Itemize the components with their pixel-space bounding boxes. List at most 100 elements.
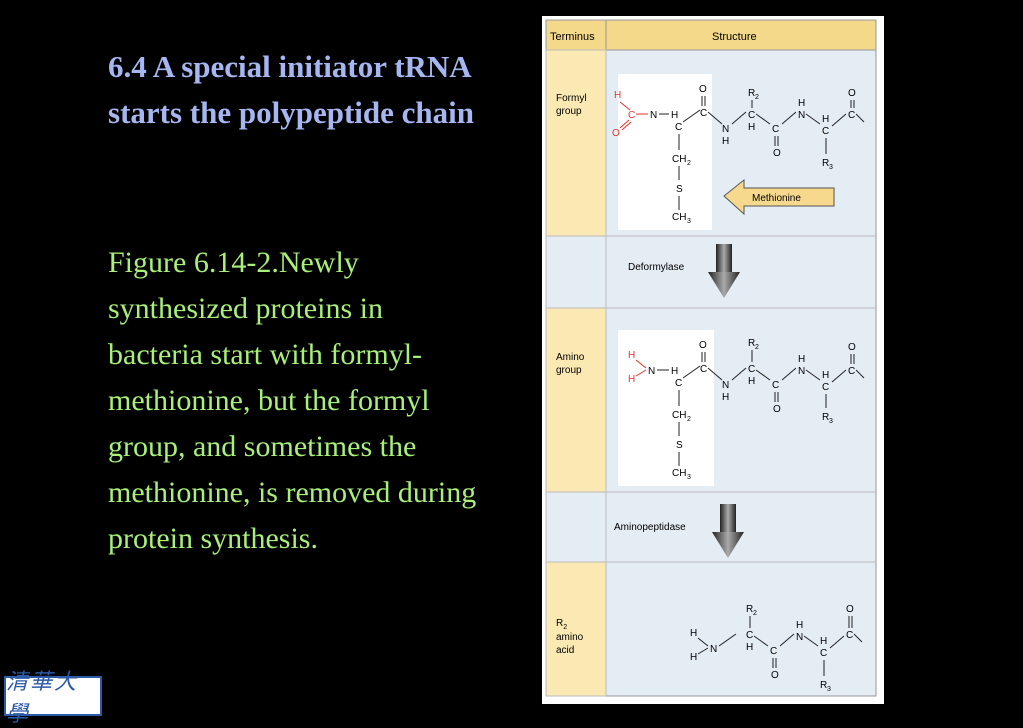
svg-text:O: O <box>612 128 620 139</box>
svg-text:C: C <box>675 378 682 389</box>
svg-text:O: O <box>699 340 707 351</box>
figure-caption: Figure 6.14-2.Newly synthesized proteins… <box>108 246 477 555</box>
svg-text:Methionine: Methionine <box>752 193 801 204</box>
svg-text:2: 2 <box>687 160 691 167</box>
svg-text:O: O <box>773 404 781 415</box>
svg-text:S: S <box>676 184 683 195</box>
svg-text:H: H <box>628 350 635 361</box>
label-cell-formyl <box>545 49 607 237</box>
svg-text:N: N <box>710 644 717 655</box>
svg-text:C: C <box>772 380 779 391</box>
svg-text:2: 2 <box>687 416 691 423</box>
svg-text:H: H <box>671 366 678 377</box>
label-cell-amino <box>545 307 607 493</box>
svg-text:C: C <box>700 108 707 119</box>
svg-text:O: O <box>848 342 856 353</box>
svg-text:N: N <box>722 380 729 391</box>
svg-text:R: R <box>746 604 753 615</box>
enzyme-aminopeptidase: Aminopeptidase <box>614 522 686 533</box>
enzyme-deformylase: Deformylase <box>628 262 685 273</box>
svg-text:N: N <box>650 110 657 121</box>
svg-text:3: 3 <box>827 686 831 693</box>
svg-text:H: H <box>822 114 829 125</box>
svg-text:C: C <box>770 646 777 657</box>
svg-text:C: C <box>822 126 829 137</box>
svg-text:H: H <box>671 110 678 121</box>
svg-text:H: H <box>748 376 755 387</box>
label-cell-deformylase <box>545 235 607 309</box>
svg-text:H: H <box>690 652 697 663</box>
label-formyl-2: group <box>556 106 582 117</box>
svg-text:O: O <box>846 604 854 615</box>
label-amino-2: group <box>556 365 582 376</box>
svg-text:C: C <box>746 630 753 641</box>
down-arrow-deformylase-icon <box>708 244 740 298</box>
svg-text:C: C <box>820 648 827 659</box>
label-r2-3: acid <box>556 645 574 656</box>
header-structure-cell <box>605 19 877 51</box>
svg-text:C: C <box>848 366 855 377</box>
label-formyl-1: Formyl <box>556 93 587 104</box>
svg-text:N: N <box>798 366 805 377</box>
svg-text:H: H <box>820 636 827 647</box>
label-amino-1: Amino <box>556 352 585 363</box>
svg-text:N: N <box>648 366 655 377</box>
down-arrow-aminopeptidase-icon <box>712 504 744 558</box>
svg-text:C: C <box>846 630 853 641</box>
methionine-sidechain-highlight <box>618 74 712 230</box>
protein-modification-diagram: Terminus Structure Formyl group Amino gr… <box>545 19 877 697</box>
svg-text:3: 3 <box>687 474 691 481</box>
svg-text:R: R <box>822 412 829 423</box>
svg-text:C: C <box>822 382 829 393</box>
svg-text:3: 3 <box>829 418 833 425</box>
methionine-callout-arrow: Methionine <box>723 178 835 216</box>
label-r2-2: amino <box>556 632 584 643</box>
header-terminus-cell <box>545 19 607 51</box>
svg-text:H: H <box>722 392 729 403</box>
svg-text:R: R <box>820 680 827 691</box>
svg-text:N: N <box>798 110 805 121</box>
svg-text:H: H <box>690 628 697 639</box>
svg-text:C: C <box>748 364 755 375</box>
label-cell-r2 <box>545 561 607 697</box>
svg-text:CH: CH <box>672 154 686 165</box>
svg-text:C: C <box>748 110 755 121</box>
svg-text:O: O <box>699 84 707 95</box>
svg-text:R: R <box>822 158 829 169</box>
svg-text:R: R <box>748 88 755 99</box>
tsinghua-logo: 清華大學 <box>4 670 102 727</box>
svg-text:N: N <box>722 124 729 135</box>
svg-text:O: O <box>773 148 781 159</box>
label-r2-1: R2 <box>556 618 567 631</box>
figure-panel: Terminus Structure Formyl group Amino gr… <box>542 16 884 704</box>
svg-text:H: H <box>798 354 805 365</box>
svg-text:C: C <box>772 124 779 135</box>
methionine-sidechain-highlight-2 <box>618 330 714 486</box>
svg-text:C: C <box>675 122 682 133</box>
svg-text:O: O <box>848 88 856 99</box>
svg-text:2: 2 <box>755 344 759 351</box>
svg-text:H: H <box>628 374 635 385</box>
svg-text:H: H <box>822 370 829 381</box>
svg-text:H: H <box>746 642 753 653</box>
svg-text:S: S <box>676 440 683 451</box>
svg-text:CH: CH <box>672 468 686 479</box>
svg-text:O: O <box>771 670 779 681</box>
label-cell-aminopeptidase <box>545 491 607 563</box>
svg-text:CH: CH <box>672 212 686 223</box>
header-structure: Structure <box>712 31 757 43</box>
svg-text:H: H <box>798 98 805 109</box>
svg-text:2: 2 <box>753 610 757 617</box>
svg-text:H: H <box>796 620 803 631</box>
svg-text:C: C <box>700 364 707 375</box>
svg-text:3: 3 <box>829 164 833 171</box>
svg-text:N: N <box>796 632 803 643</box>
svg-text:C: C <box>628 110 635 121</box>
svg-text:CH: CH <box>672 410 686 421</box>
svg-text:R: R <box>748 338 755 349</box>
svg-text:H: H <box>722 136 729 147</box>
svg-text:H: H <box>748 122 755 133</box>
